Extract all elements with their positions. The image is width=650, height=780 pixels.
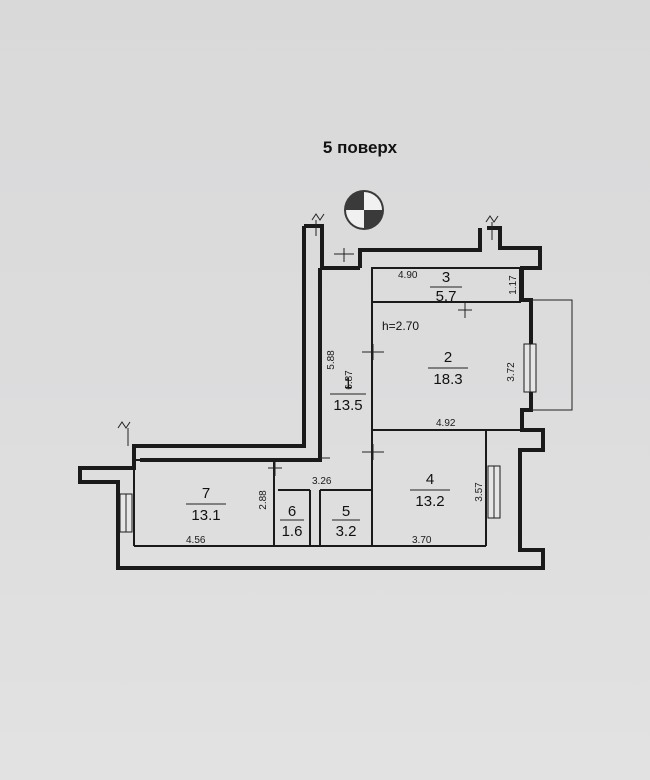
- dimension-labels: 4.90 1.17 4.92 3.72 5.88 6.87 3.57 3.70 …: [186, 270, 519, 546]
- room-6-number: 6: [288, 503, 296, 520]
- dim-room3-width: 1.17: [508, 275, 519, 295]
- balcony: [531, 299, 573, 411]
- doors: [268, 248, 472, 476]
- room-3-area: 5,7: [436, 288, 457, 305]
- dim-room2-length: 4.92: [436, 418, 456, 429]
- room-1-area: 13.5: [333, 397, 362, 414]
- room-2-number: 2: [444, 349, 452, 366]
- interior-walls: [133, 267, 522, 547]
- vent-marks: [117, 213, 499, 446]
- dim-room7-length: 4.56: [186, 535, 206, 546]
- dim-room3-length: 4.90: [398, 270, 418, 281]
- dim-bath-length: 3.26: [312, 476, 332, 487]
- compass-icon: [344, 190, 384, 230]
- room-3-number: 3: [442, 269, 450, 286]
- room-1-number: 1: [344, 375, 352, 392]
- room-6-area: 1.6: [282, 523, 303, 540]
- exterior-walls: [78, 224, 545, 570]
- room-4-area: 13.2: [415, 493, 444, 510]
- room-labels: 1 13.5 2 18.3 3 5,7 4 13.2 5 3.2 6 1.6 7…: [186, 269, 468, 540]
- floor-title: 5 поверх: [323, 138, 398, 157]
- room-7-number: 7: [202, 485, 210, 502]
- dim-room4-width: 3.57: [474, 482, 485, 502]
- room-2-area: 18.3: [433, 371, 462, 388]
- room-4-number: 4: [426, 471, 434, 488]
- windows: [119, 299, 573, 533]
- room-5-area: 3.2: [336, 523, 357, 540]
- dim-corridor-length2: 6.87: [344, 370, 355, 390]
- dim-room2-width: 3.72: [506, 362, 517, 382]
- dim-room4-length: 3.70: [412, 535, 432, 546]
- dim-room7-width: 2.88: [258, 490, 269, 510]
- ceiling-height: h=2.70: [382, 319, 419, 333]
- room-7-area: 13.1: [191, 507, 220, 524]
- room-5-number: 5: [342, 503, 350, 520]
- dim-corridor-length: 5.88: [326, 350, 337, 370]
